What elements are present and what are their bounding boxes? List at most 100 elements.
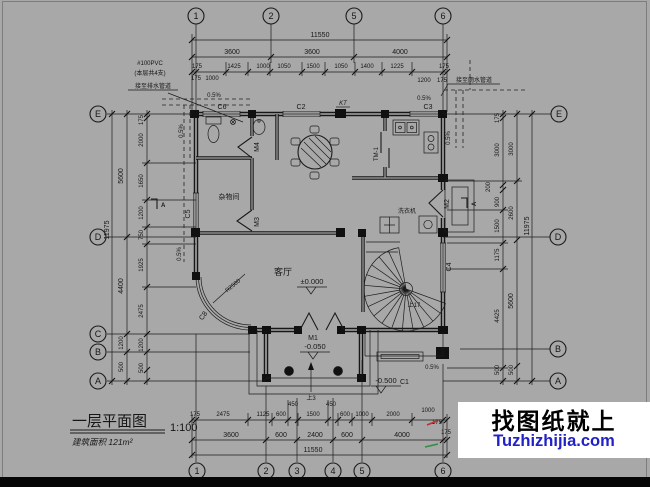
steps-up3: 上3 bbox=[306, 394, 316, 402]
level-zero: ±0.000 bbox=[301, 277, 324, 286]
door-m4 bbox=[237, 136, 253, 159]
axis-bottom-2: 2 bbox=[263, 466, 268, 476]
drawing-title: 一层平面图 bbox=[72, 413, 147, 430]
dim: 1500 bbox=[495, 219, 501, 233]
dim: 3600 bbox=[223, 432, 239, 439]
dimensions-right: 175 3000 200 900 1500 1175 4425 500 3000… bbox=[486, 112, 531, 375]
dim: 200 bbox=[486, 181, 492, 192]
slope-label: 0.5% bbox=[179, 124, 185, 138]
dim-right-overall: 11975 bbox=[524, 216, 531, 235]
dim: 4000 bbox=[392, 49, 408, 56]
axis-left-a: A bbox=[95, 376, 101, 386]
dimension-ticks bbox=[108, 36, 536, 459]
plan-labels: 客厅 杂物间 洗衣机 C6 C2 C3 KT C5 C8 C4 C1 M1 M2… bbox=[134, 61, 492, 402]
dim: 2600 bbox=[509, 206, 515, 220]
slope-label: 0.5% bbox=[207, 93, 221, 99]
dim: 1400 bbox=[360, 64, 374, 70]
room-living: 客厅 bbox=[274, 266, 292, 277]
dimensions-bottom: 175 2475 1125 600 450 1500 450 600 1000 … bbox=[190, 402, 452, 454]
floor-drain bbox=[230, 119, 236, 125]
axis-bubbles: 1 2 5 6 1 2 3 4 5 6 E D C B A E D B A bbox=[89, 7, 568, 480]
drawing-scale: 1:100 bbox=[170, 422, 198, 434]
dim: 1000 bbox=[256, 64, 270, 70]
axis-bottom-5: 5 bbox=[359, 466, 364, 476]
dim: 5600 bbox=[508, 293, 515, 309]
refrigerator bbox=[379, 216, 400, 234]
door-tm1-label: TM-1 bbox=[374, 146, 380, 161]
dim: 1125 bbox=[257, 412, 271, 418]
axis-left-c: C bbox=[95, 329, 102, 339]
bottom-black-bar bbox=[0, 477, 650, 487]
dimensions-left: 175 2000 1650 1200 750 1925 2475 1200 50… bbox=[104, 114, 145, 373]
dim: 175 bbox=[432, 420, 443, 426]
dim: 600 bbox=[275, 432, 287, 439]
kt-duct bbox=[335, 109, 346, 118]
dim: 1500 bbox=[306, 412, 320, 418]
axis-bottom-4: 4 bbox=[330, 466, 335, 476]
dim: 1200 bbox=[119, 336, 125, 350]
walls bbox=[192, 114, 447, 378]
stove bbox=[423, 131, 439, 154]
wash-basin bbox=[252, 119, 266, 135]
dim-top-overall: 11550 bbox=[311, 32, 330, 39]
axis-bottom-1: 1 bbox=[194, 466, 199, 476]
dim: 600 bbox=[340, 412, 351, 418]
building-area: 建筑面积 121m² bbox=[72, 437, 134, 447]
dim: 500 bbox=[139, 362, 145, 373]
window-c3-label: C3 bbox=[424, 104, 433, 111]
note-pvc-1: #100PVC bbox=[137, 61, 163, 67]
structural-columns bbox=[190, 109, 449, 382]
dining-table bbox=[290, 125, 340, 180]
axis-right-b: B bbox=[555, 344, 561, 354]
ucs-icon bbox=[424, 420, 439, 448]
dim: 175 bbox=[190, 412, 201, 418]
windows bbox=[193, 111, 446, 331]
axis-top-6: 6 bbox=[440, 11, 445, 21]
door-m1 bbox=[299, 311, 345, 331]
axis-top-1: 1 bbox=[193, 11, 198, 21]
dim: 1200 bbox=[417, 78, 431, 84]
axis-left-e: E bbox=[95, 109, 101, 119]
watermark-url[interactable]: Tuzhizhijia.com bbox=[493, 432, 615, 451]
watermark-slogan: 找图纸就上 bbox=[491, 408, 617, 435]
dim: 1650 bbox=[139, 174, 145, 188]
room-storage: 杂物间 bbox=[219, 192, 240, 201]
dim-left-overall: 11975 bbox=[104, 220, 111, 239]
axis-top-2: 2 bbox=[268, 11, 273, 21]
dim: 2000 bbox=[139, 133, 145, 147]
dim: 2475 bbox=[216, 412, 230, 418]
doors bbox=[236, 132, 444, 331]
porch-and-steps bbox=[248, 179, 475, 395]
note-pvc-2: (本层共4支) bbox=[134, 69, 165, 77]
dim: 1925 bbox=[139, 258, 145, 272]
dim: 750 bbox=[139, 229, 145, 240]
dim: 4000 bbox=[394, 432, 410, 439]
window-c2-label: C2 bbox=[297, 104, 306, 111]
dim: 1050 bbox=[334, 64, 348, 70]
section-mark-a-right: A bbox=[472, 201, 478, 206]
level-neg005: -0.050 bbox=[304, 342, 325, 351]
dim: 175 bbox=[191, 76, 202, 82]
dim: 450 bbox=[288, 402, 299, 408]
window-c4-label: C4 bbox=[446, 262, 453, 271]
dim: 175 bbox=[139, 114, 145, 125]
axis-top-5: 5 bbox=[351, 11, 356, 21]
dim: 3000 bbox=[495, 143, 501, 157]
door-m3 bbox=[236, 209, 253, 232]
dim: 175 bbox=[439, 64, 450, 70]
dim: 2475 bbox=[139, 304, 145, 318]
door-m2 bbox=[428, 189, 444, 218]
window-c6-label: C6 bbox=[218, 104, 227, 111]
dim: 1200 bbox=[139, 338, 145, 352]
axis-left-d: D bbox=[95, 232, 102, 242]
dim: 4400 bbox=[118, 278, 125, 294]
dim: 2400 bbox=[307, 432, 323, 439]
watermark-box[interactable]: 找图纸就上 Tuzhizhijia.com bbox=[458, 402, 650, 458]
door-m3-label: M3 bbox=[254, 217, 261, 227]
axis-right-a: A bbox=[555, 376, 561, 386]
section-mark-a-left: A bbox=[161, 203, 166, 209]
annotation-lines bbox=[128, 83, 500, 394]
kt-label: KT bbox=[339, 101, 348, 107]
spiral-staircase bbox=[363, 241, 446, 332]
